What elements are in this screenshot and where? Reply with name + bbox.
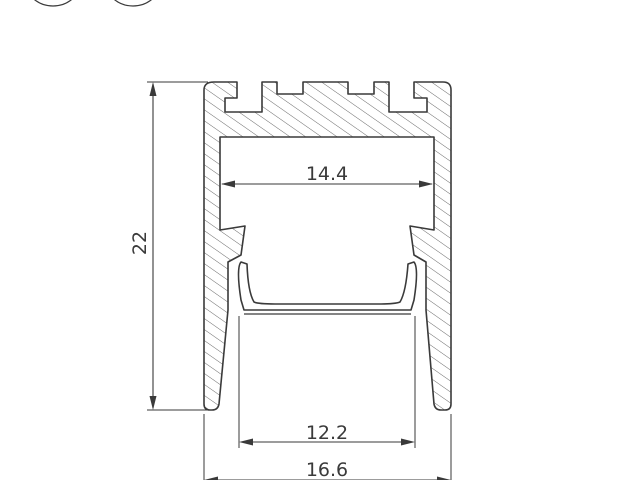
opening-width-dimension: 12.2 (238, 316, 416, 448)
opening-width-label: 12.2 (306, 422, 348, 444)
inner-width-dimension: 14.4 (221, 163, 433, 188)
circle-left (34, 0, 72, 7)
height-dimension: 22 (129, 81, 208, 411)
profile-body (203, 81, 452, 411)
inner-width-label: 14.4 (306, 163, 348, 185)
circle-right (114, 0, 152, 7)
top-circles (34, 0, 152, 7)
height-label: 22 (129, 231, 151, 255)
diffuser (237, 261, 418, 311)
outer-width-dimension: 16.6 (203, 414, 452, 480)
outer-width-label: 16.6 (306, 459, 348, 480)
